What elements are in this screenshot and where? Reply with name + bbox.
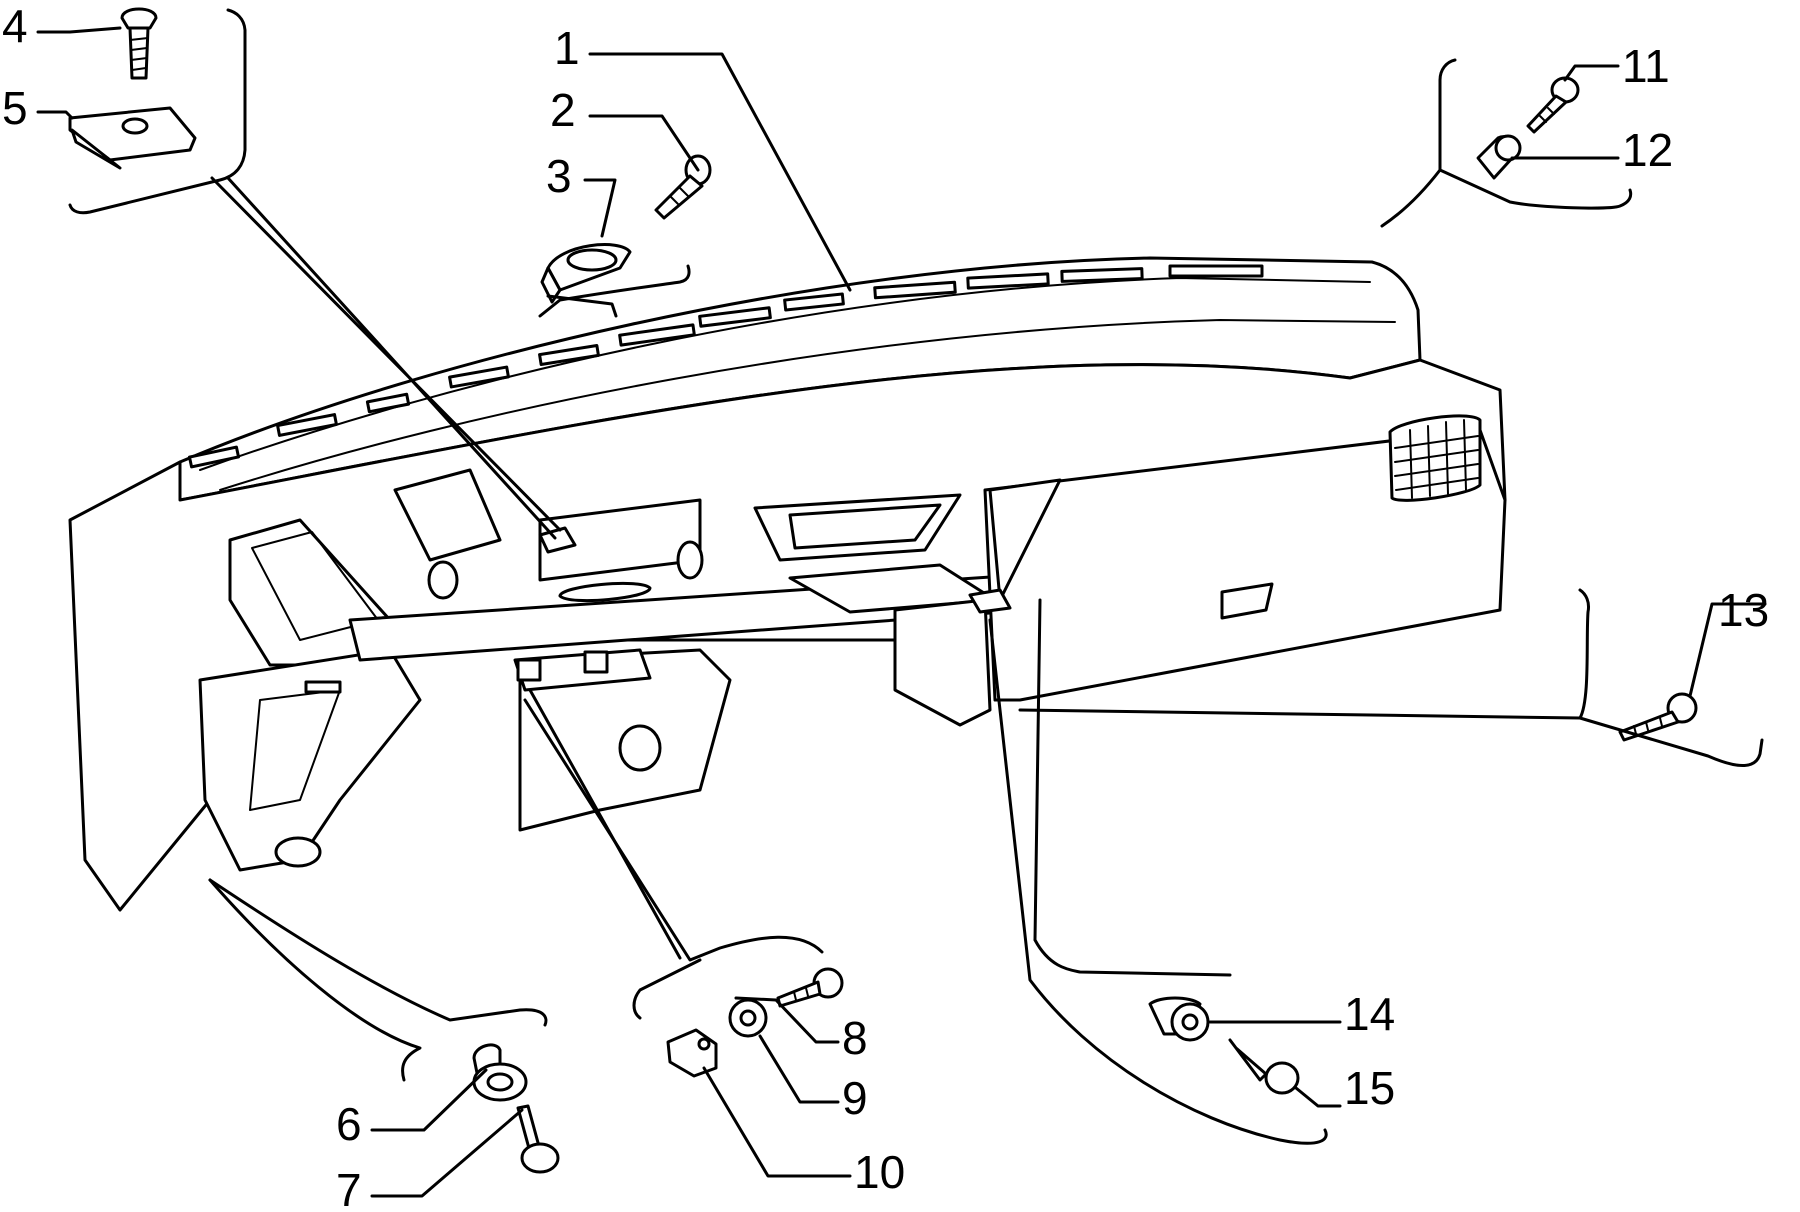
part-screw-4 — [120, 7, 158, 80]
label-9: 9 — [842, 1072, 868, 1124]
leader-lines — [36, 26, 1767, 1198]
label-7: 7 — [336, 1164, 362, 1207]
grouping-brackets — [68, 8, 1764, 1145]
part-screw-8 — [776, 967, 844, 1008]
part-bushing-12 — [1476, 134, 1522, 180]
label-10: 10 — [854, 1146, 905, 1198]
label-4: 4 — [2, 0, 28, 52]
defroster-vents — [187, 264, 1264, 469]
label-2: 2 — [550, 84, 576, 136]
dashboard-panel — [68, 256, 1507, 912]
label-12: 12 — [1622, 124, 1673, 176]
label-6: 6 — [336, 1098, 362, 1150]
part-washer-9 — [728, 998, 768, 1038]
label-1: 1 — [554, 22, 580, 74]
label-5: 5 — [2, 82, 28, 134]
part-screw-7 — [516, 1104, 560, 1174]
label-11: 11 — [1622, 40, 1670, 92]
part-clip-5 — [68, 106, 197, 170]
part-nut-10 — [666, 1028, 718, 1078]
part-clip-3 — [540, 243, 632, 304]
part-clip-14 — [1148, 996, 1210, 1042]
side-vent-grille — [1388, 414, 1482, 502]
label-3: 3 — [546, 150, 572, 202]
part-clip-6 — [472, 1043, 528, 1102]
label-8: 8 — [842, 1012, 868, 1064]
label-13: 13 — [1718, 584, 1769, 636]
part-screw-2 — [654, 154, 712, 220]
part-screw-15 — [1228, 1038, 1300, 1095]
label-15: 15 — [1344, 1062, 1395, 1114]
part-screw-11 — [1526, 76, 1580, 134]
label-14: 14 — [1344, 988, 1395, 1040]
